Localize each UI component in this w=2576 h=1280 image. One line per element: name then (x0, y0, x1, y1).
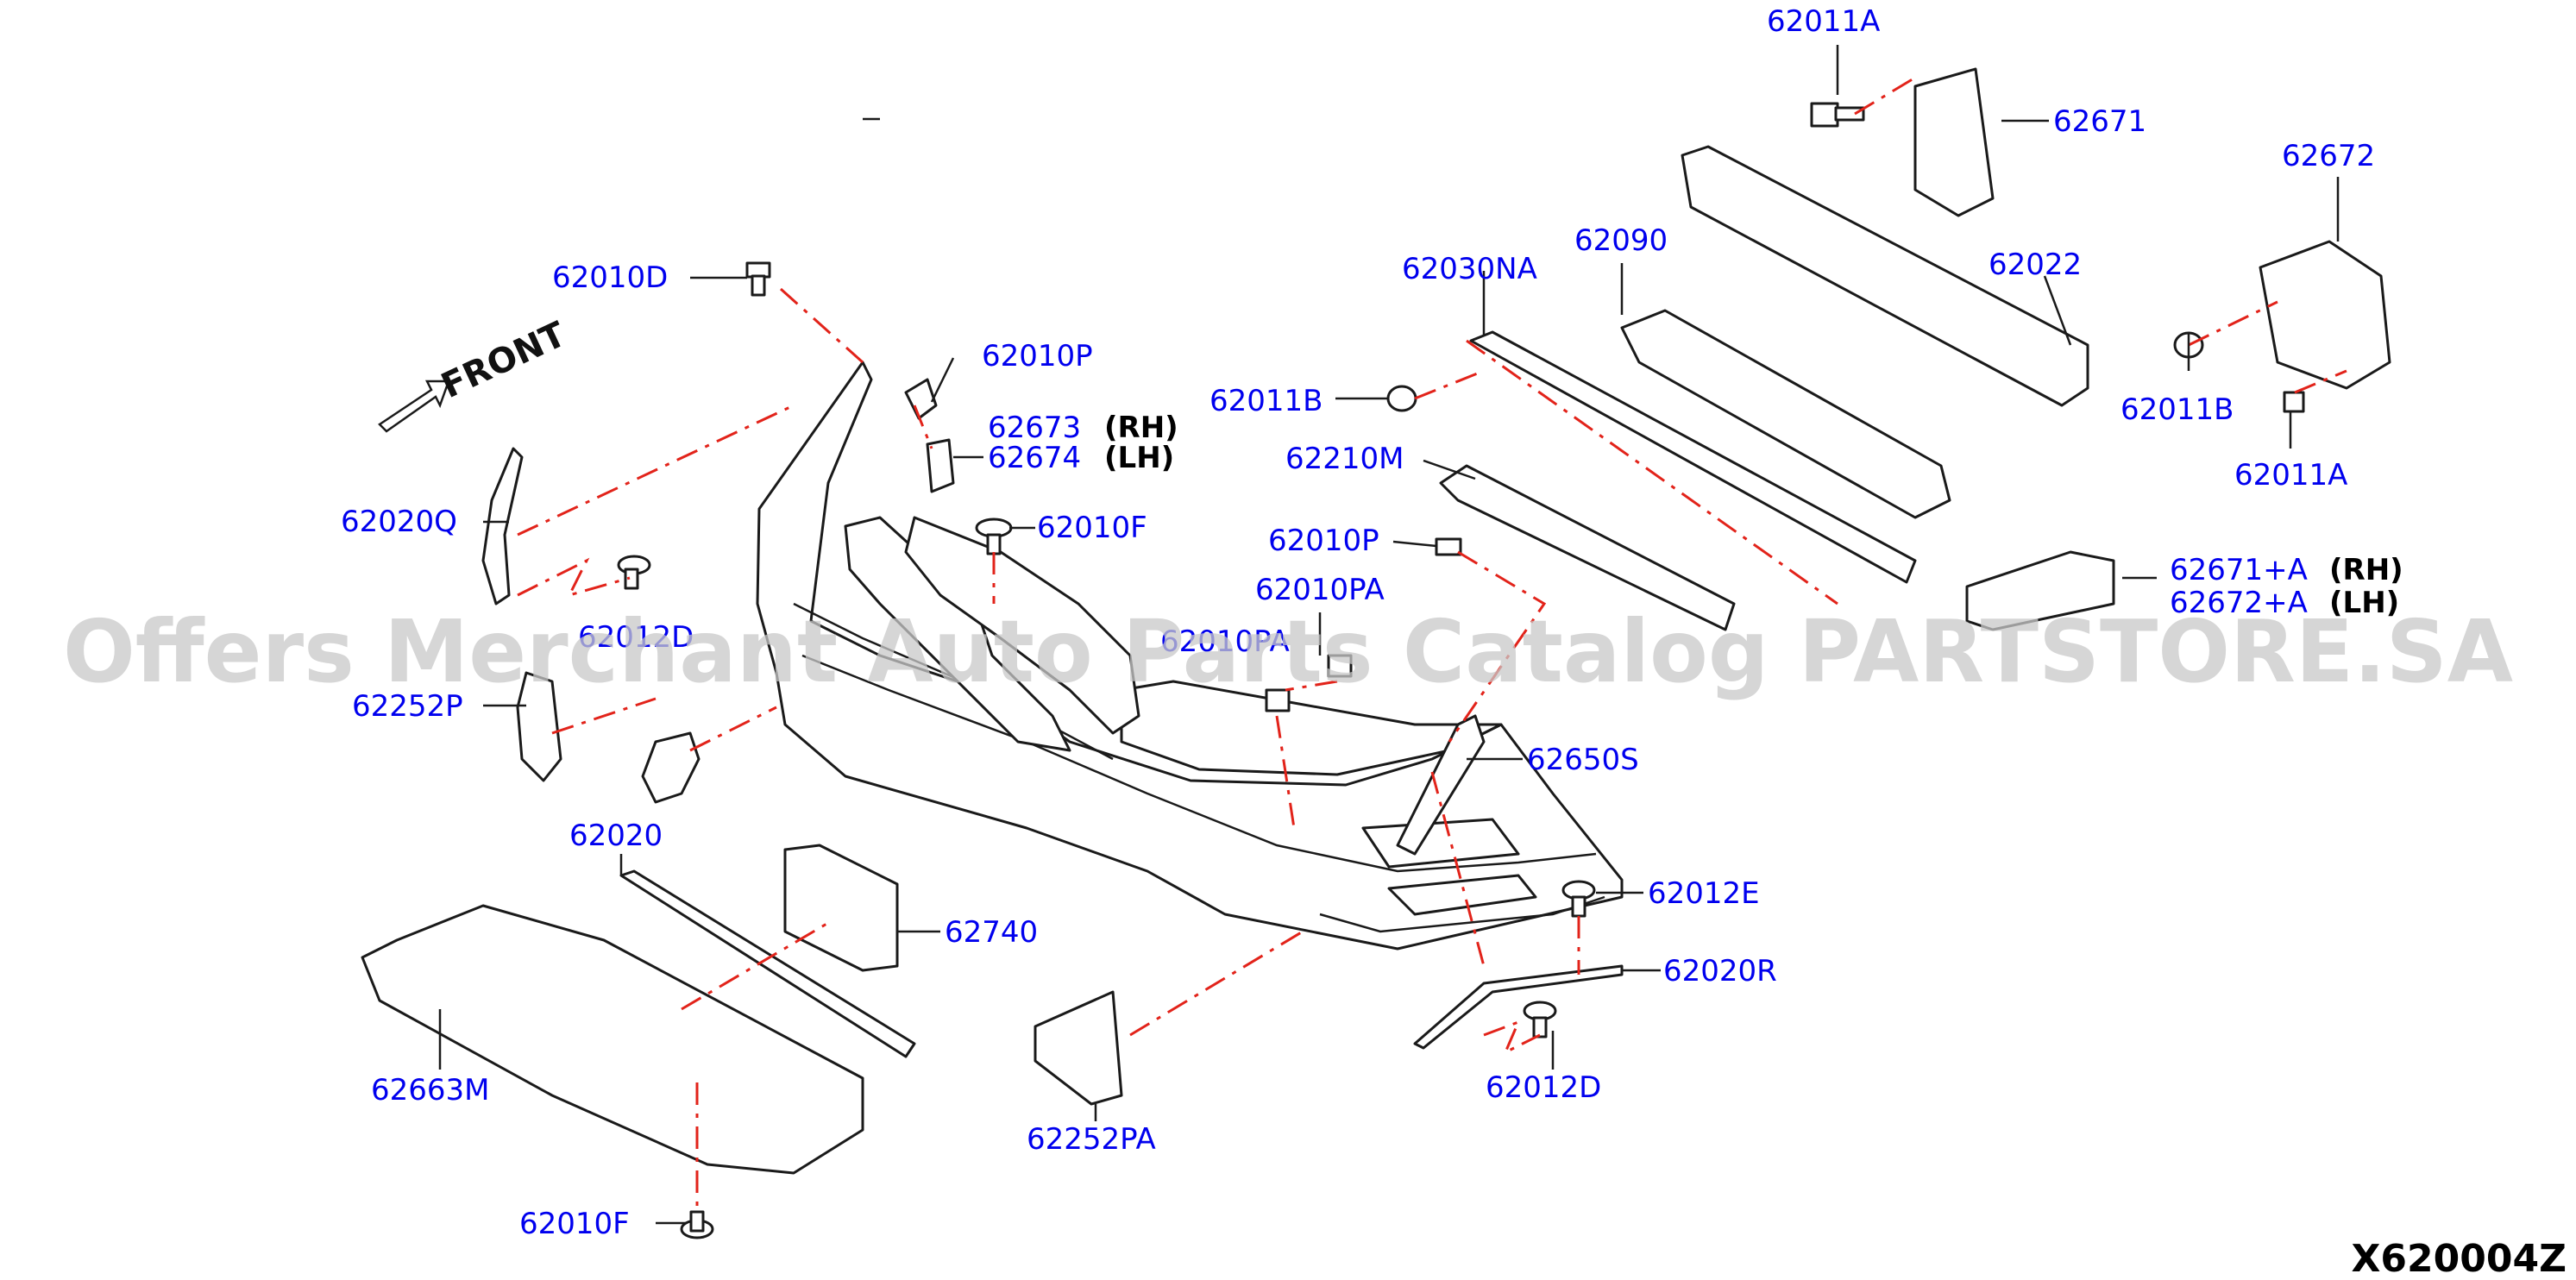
bracket-62010p-top (904, 378, 938, 420)
callout-62020q: 62020Q (341, 505, 457, 539)
callout-62010f-bottom: 62010F (519, 1207, 630, 1241)
callout-62252p: 62252P (352, 689, 463, 724)
callout-62011b-right: 62011B (2120, 392, 2234, 427)
callout-62010pa: 62010PA (1255, 573, 1385, 607)
callout-62011b-mid: 62011B (1209, 384, 1323, 418)
callout-62672a: 62672+A (2170, 586, 2308, 620)
callout-62010p-top: 62010P (982, 339, 1093, 373)
callout-62020: 62020 (569, 819, 663, 853)
callout-62030na: 62030NA (1402, 252, 1537, 286)
callout-62663m: 62663M (371, 1073, 490, 1107)
callout-62674: 62674 (988, 441, 1081, 475)
callout-62090: 62090 (1574, 223, 1668, 258)
fastener-62011b-mid (1386, 385, 1417, 412)
watermark-text: Offers Merchant Auto Parts Catalog PARTS… (63, 601, 2513, 702)
fastener-62010d (745, 261, 771, 297)
fastener-62011a-right (2283, 391, 2305, 413)
fastener-62012d-left (617, 555, 651, 590)
callout-62012d-left: 62012D (578, 620, 694, 655)
side-trim-62650s (1396, 714, 1486, 856)
grille-opening (844, 516, 1140, 752)
license-plate-62740 (783, 844, 899, 972)
fastener-62012e (1561, 880, 1596, 918)
callout-62674-side: (LH) (1104, 441, 1174, 475)
callout-62671a-side: (RH) (2329, 553, 2403, 587)
callout-62011a-top: 62011A (1767, 4, 1880, 39)
fog-cover-62252p (516, 671, 562, 782)
callout-62012e: 62012E (1648, 876, 1760, 911)
lower-molding-62020 (619, 869, 916, 1058)
bracket-62671 (1913, 67, 1995, 217)
callout-62022: 62022 (1989, 248, 2082, 282)
front-label: FRONT (436, 314, 573, 406)
callout-62210m: 62210M (1285, 442, 1404, 476)
callout-62650s: 62650S (1527, 743, 1639, 777)
absorber-62210m (1439, 464, 1736, 631)
callout-62252pa: 62252PA (1027, 1122, 1156, 1157)
bracket-62673 (926, 438, 955, 493)
reinforcement-62030na (1469, 330, 1917, 584)
callout-62020r: 62020R (1663, 954, 1777, 988)
fastener-62010f-bottom (680, 1210, 714, 1239)
fastener-62010pa (1265, 654, 1353, 712)
callout-62010d: 62010D (552, 260, 668, 295)
callout-62671: 62671 (2053, 104, 2146, 139)
callout-62010p-mid: 62010P (1268, 524, 1379, 558)
bracket-62672 (2259, 240, 2391, 390)
callout-62673-side: (RH) (1104, 411, 1178, 445)
front-arrow (378, 380, 450, 433)
tow-hook-cap (641, 731, 701, 804)
assembly-lines (517, 76, 2347, 1208)
callout-62672: 62672 (2282, 139, 2375, 173)
fastener-62012d-right (1523, 1001, 1557, 1038)
bracket-62671a (1965, 550, 2115, 631)
leader-lines (438, 45, 2340, 1225)
side-trim-62020r (1413, 964, 1624, 1050)
callout-62671a: 62671+A (2170, 553, 2308, 587)
absorber-62090 (1620, 309, 1951, 519)
bumper-beam-62022 (1681, 145, 2089, 407)
side-trim-62020q (481, 447, 524, 605)
callout-62010f-top: 62010F (1037, 511, 1147, 545)
fastener-62010p-mid (1435, 537, 1462, 556)
fog-cover-62252pa (1034, 990, 1123, 1106)
callout-labels: 62011A 62671 62672 62010D 62010P 62673 (… (341, 4, 2403, 1241)
callout-62011a-right: 62011A (2234, 458, 2347, 493)
callout-62010pa-hidden: 62010PA (1160, 624, 1290, 659)
front-bumper-fascia (756, 361, 1624, 951)
callout-62672a-side: (LH) (2329, 586, 2399, 620)
callout-62740: 62740 (945, 915, 1038, 950)
callout-62012d-right: 62012D (1486, 1070, 1601, 1105)
undercover-62663m (361, 904, 864, 1175)
fastener-62011a-top (1810, 102, 1865, 128)
diagram-ref-code: X620004Z (2351, 1237, 2567, 1280)
callout-62673: 62673 (988, 411, 1081, 445)
